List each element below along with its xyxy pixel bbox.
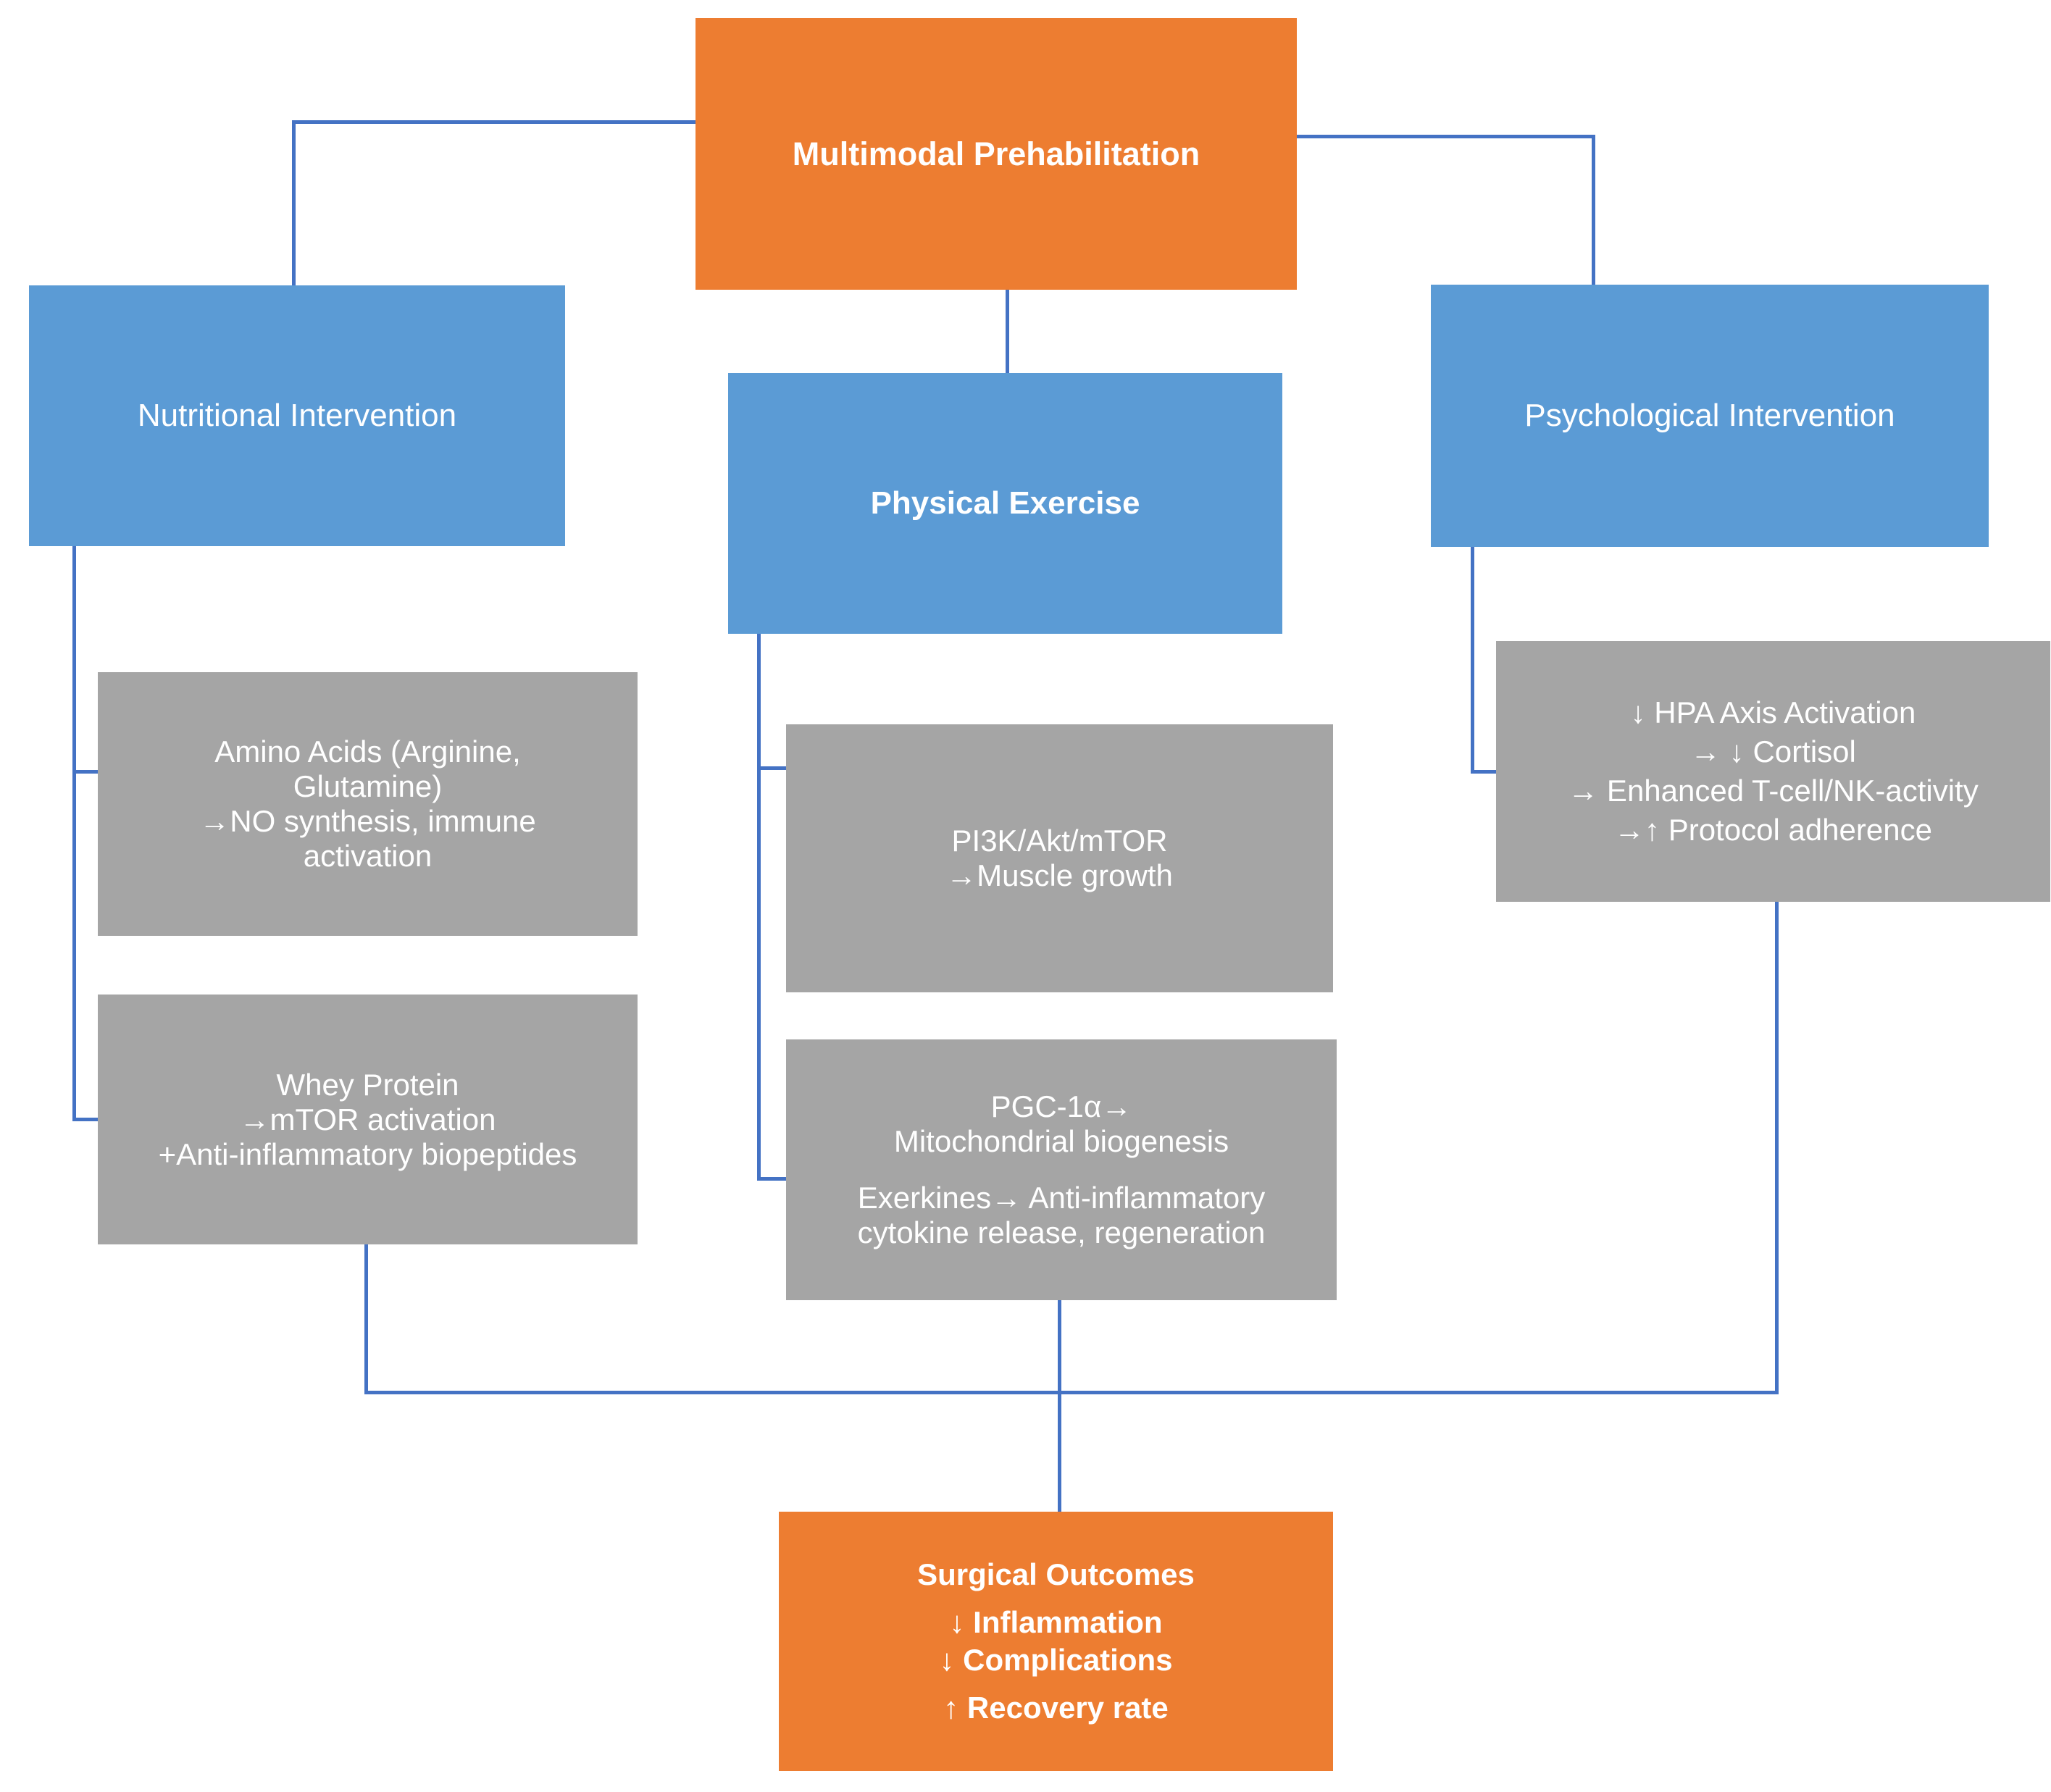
connector-prehab-to-psychological-vertical: [1592, 135, 1595, 285]
connector-prehab-to-psychological-horizontal: [1295, 135, 1595, 138]
node-label: Psychological Intervention: [1524, 398, 1895, 433]
connector-prehab-to-nutritional-horizontal: [292, 120, 698, 124]
node-psychological-intervention[interactable]: Psychological Intervention: [1431, 285, 1989, 547]
connector-psychological-trunk: [1471, 545, 1474, 774]
connector-whey-to-merge: [364, 1243, 368, 1394]
outcomes-line-3: ↓ Complications: [939, 1643, 1173, 1677]
connector-prehab-to-nutritional-vertical: [292, 120, 296, 290]
pgc-line-2: Mitochondrial biogenesis: [893, 1124, 1229, 1158]
whey-line-1: Whey Protein: [276, 1067, 459, 1102]
node-physical-exercise[interactable]: Physical Exercise: [728, 373, 1282, 634]
connector-exercise-trunk: [757, 632, 761, 1181]
connector-merge-to-outcomes: [1058, 1299, 1061, 1513]
node-label: Nutritional Intervention: [137, 398, 457, 433]
connector-nutritional-to-whey: [72, 1118, 101, 1121]
node-nutritional-intervention[interactable]: Nutritional Intervention: [29, 285, 565, 546]
node-amino-acids[interactable]: Amino Acids (Arginine, Glutamine) →NO sy…: [98, 672, 638, 936]
hpa-line-1: ↓ HPA Axis Activation: [1630, 695, 1916, 729]
pgc-line-1: PGC-1α→: [990, 1089, 1132, 1123]
hpa-line-3: → Enhanced T-cell/NK-activity: [1568, 774, 1979, 808]
amino-line-2: Glutamine): [293, 769, 443, 803]
connector-psychological-to-hpa: [1471, 770, 1500, 774]
outcomes-line-2: ↓ Inflammation: [949, 1605, 1163, 1639]
connector-nutritional-to-amino: [72, 770, 101, 774]
node-label: Physical Exercise: [870, 485, 1140, 521]
connector-prehab-to-exercise: [1006, 290, 1009, 375]
outcomes-line-1: Surgical Outcomes: [917, 1557, 1195, 1591]
connector-merge-bus: [364, 1391, 1779, 1394]
hpa-line-2: → ↓ Cortisol: [1690, 734, 1856, 769]
node-label: Multimodal Prehabilitation: [792, 135, 1200, 172]
pgc-line-4: cytokine release, regeneration: [857, 1215, 1266, 1249]
connector-hpa-to-merge: [1775, 900, 1779, 1394]
connector-nutritional-trunk: [72, 545, 76, 1121]
node-pgc1alpha[interactable]: PGC-1α→ Mitochondrial biogenesis Exerkin…: [786, 1039, 1337, 1300]
pgc-line-3: Exerkines→ Anti-inflammatory: [857, 1181, 1266, 1215]
pi3k-line-1: PI3K/Akt/mTOR: [951, 824, 1168, 858]
node-whey-protein[interactable]: Whey Protein →mTOR activation +Anti-infl…: [98, 995, 638, 1244]
node-pi3k-akt-mtor[interactable]: PI3K/Akt/mTOR →Muscle growth: [786, 724, 1333, 992]
whey-line-3: +Anti-inflammatory biopeptides: [158, 1136, 577, 1171]
amino-line-1: Amino Acids (Arginine,: [214, 734, 521, 769]
whey-line-2: →mTOR activation: [239, 1102, 496, 1136]
connector-exercise-to-pgc: [757, 1177, 790, 1181]
connector-exercise-to-pi3k: [757, 766, 790, 770]
node-multimodal-prehabilitation[interactable]: Multimodal Prehabilitation: [695, 18, 1297, 290]
pi3k-line-2: →Muscle growth: [946, 858, 1173, 892]
hpa-line-4: →↑ Protocol adherence: [1614, 813, 1932, 847]
amino-line-4: activation: [303, 839, 433, 873]
outcomes-line-4: ↑ Recovery rate: [943, 1691, 1169, 1725]
node-surgical-outcomes[interactable]: Surgical Outcomes ↓ Inflammation ↓ Compl…: [779, 1512, 1333, 1771]
amino-line-3: →NO synthesis, immune: [199, 804, 536, 838]
node-hpa-axis[interactable]: ↓ HPA Axis Activation → ↓ Cortisol → Enh…: [1496, 641, 2050, 902]
